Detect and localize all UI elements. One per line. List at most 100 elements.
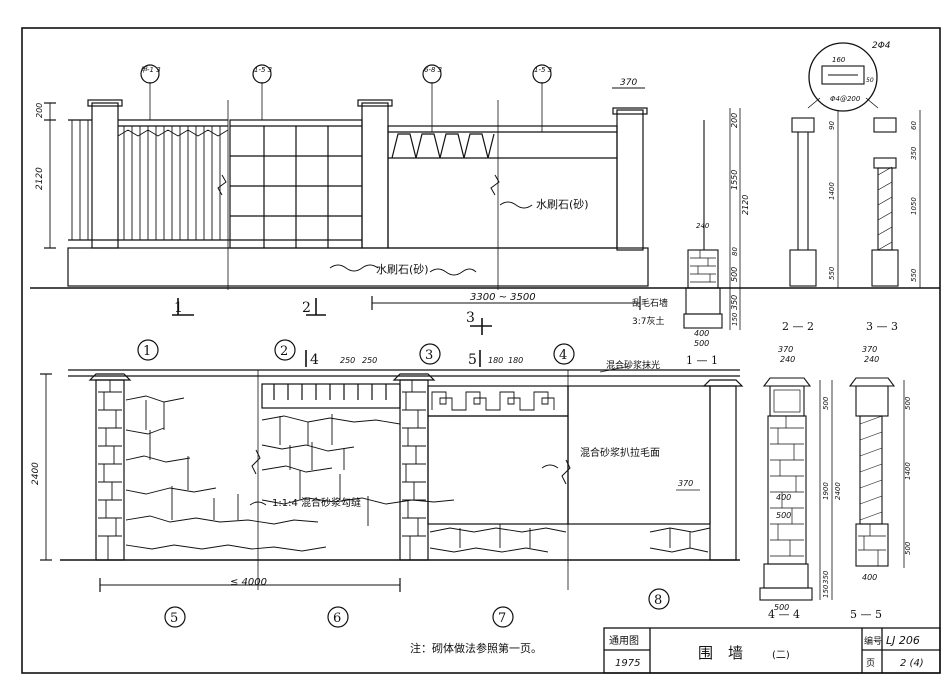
detail-bar: 2Φ4 (872, 41, 891, 51)
lower-pier-1 (95, 379, 125, 561)
s22-dim-4: 2400 (834, 482, 842, 500)
lower-elevation-labels: 1 2 3 4 4 5 250 250 180 180 混合砂浆抹光 混合砂浆扒… (31, 344, 693, 626)
side2-1: 350 (910, 146, 918, 160)
s11-dim-2: 2120 (741, 195, 750, 215)
callout-1: 甲-1 3 (140, 66, 161, 74)
bottom-label-6: 6 (333, 611, 341, 626)
lower-elevation (40, 339, 744, 628)
spacing-top-1: 250 (362, 356, 377, 365)
lower-mark-4: 4 (310, 352, 319, 368)
railing-bars (71, 120, 229, 240)
pier-width: 370 (620, 78, 637, 88)
s22-title: 2 — 2 (782, 320, 814, 333)
title-block (603, 627, 941, 674)
side-2: 550 (828, 266, 836, 280)
spacing-top-0: 250 (340, 356, 355, 365)
sheet-frame (21, 27, 941, 674)
title-block-labels: 通用图 1975 围 墙 (二) 编号 LJ 206 页 2 (4) (609, 634, 924, 669)
sheet-title-suffix: (二) (772, 650, 790, 661)
section-mark-3: 3 (466, 310, 475, 326)
width-dim: 3300 ~ 3500 (470, 292, 536, 303)
lower-pier-width: 370 (678, 479, 693, 488)
lower-circle-3: 3 (425, 348, 433, 363)
drawing-note: 注：砌体做法参照第一页。 (410, 641, 542, 655)
side-0: 90 (828, 121, 836, 130)
s22-dim-7: 350 (822, 570, 830, 584)
section-mark-2: 2 (302, 300, 311, 316)
s22-dim-3: 1900 (822, 482, 830, 500)
detail-dim-1: 50 (866, 77, 874, 84)
side2-2: 1050 (910, 197, 918, 215)
s22-dim-0: 370 (778, 345, 793, 354)
lower-mark-5: 5 (468, 352, 477, 368)
upper-elevation (30, 64, 940, 335)
sheet-title: 围 墙 (698, 644, 743, 662)
lower-circle-2: 2 (280, 344, 288, 359)
s11-dim-4: 80 (731, 247, 739, 256)
s11-dim-0: 200 (730, 113, 739, 128)
s22-dim-2: 500 (822, 396, 830, 410)
label-mortar-top: 混合砂浆抹光 (606, 359, 660, 371)
sheet-code: LJ 206 (886, 634, 920, 647)
material-label-2: 水刷石(砂) (376, 263, 429, 276)
s22-dim-1: 240 (780, 355, 795, 364)
spacing-top2-1: 180 (508, 356, 523, 365)
callout-3: 6-8 3 (424, 66, 442, 74)
s44-title: 4 — 4 (768, 608, 800, 621)
s33-dim-4: 500 (904, 541, 912, 555)
material-label: 水刷石(砂) (536, 198, 589, 211)
side2-3: 550 (910, 268, 918, 282)
s22-dim-5: 400 (776, 493, 791, 502)
lower-height: 2400 (31, 462, 41, 485)
pier-2 (361, 102, 389, 249)
bottom-label-8: 8 (654, 593, 662, 608)
s11-dim-7: 150 (731, 312, 739, 326)
section-1-1 (683, 108, 741, 330)
s33-title: 3 — 3 (866, 320, 898, 333)
page-label: 页 (866, 658, 875, 669)
s11-lime: 3:7灰土 (632, 315, 665, 327)
side2-0: 60 (910, 121, 918, 130)
sections-lower-labels: 2 — 2 3 — 3 370 240 500 1900 2400 400 50… (768, 320, 912, 621)
detail-labels: 2Φ4 160 50 Φ4@200 90 1400 550 60 350 105… (828, 41, 918, 282)
upper-elevation-labels: 甲-1 3 1-5 3 6-8 3 1-5 3 水刷石(砂) 水刷石(砂) 33… (35, 66, 637, 326)
section-mark-1: 1 (174, 300, 183, 316)
spacing-top2-0: 180 (488, 356, 503, 365)
s33-dim-1: 240 (864, 355, 879, 364)
s11-base-1: 500 (694, 339, 709, 348)
side-1: 1400 (828, 182, 836, 200)
lower-pier-3 (709, 385, 737, 561)
s11-title: 1 — 1 (686, 354, 718, 367)
pier-1 (91, 102, 119, 249)
label-rough: 混合砂浆扒拉毛面 (580, 446, 660, 459)
bottom-label-7: 7 (498, 611, 506, 626)
s11-base-0: 400 (694, 329, 709, 338)
atlas-label: 通用图 (609, 635, 639, 647)
callout-4: 1-5 3 (534, 66, 552, 74)
s11-rubble: 乱毛石墙 (632, 297, 668, 309)
section-1-1-labels: 200 1550 2120 240 80 500 350 150 乱毛石墙 3:… (632, 113, 750, 367)
s11-dim-5: 500 (730, 267, 739, 282)
lower-circle-4: 4 (559, 348, 567, 363)
s11-dim-3: 240 (696, 222, 710, 230)
s11-dim-6: 350 (730, 295, 739, 310)
span-dim: ≤ 4000 (230, 577, 267, 588)
s22-dim-6: 500 (776, 511, 791, 520)
code-label: 编号 (864, 635, 882, 647)
pier-3 (616, 109, 644, 251)
lower-circle-1: 1 (143, 344, 151, 359)
s33-dim-0: 370 (862, 345, 877, 354)
detail-columns (789, 42, 921, 288)
s33-dim-2: 500 (904, 396, 912, 410)
section-2-2 (759, 377, 833, 601)
s11-dim-1: 1550 (730, 170, 739, 190)
s22-dim-8: 150 (822, 584, 830, 598)
sheet-page: 2 (4) (900, 658, 924, 669)
callout-2: 1-5 3 (254, 66, 272, 74)
bottom-label-5: 5 (170, 611, 178, 626)
detail-dim-2: Φ4@200 (830, 95, 861, 103)
section-3-3 (848, 377, 905, 568)
height-total: 2120 (35, 167, 45, 190)
label-joint: 1:1:4 混合砂浆勾缝 (272, 496, 361, 509)
